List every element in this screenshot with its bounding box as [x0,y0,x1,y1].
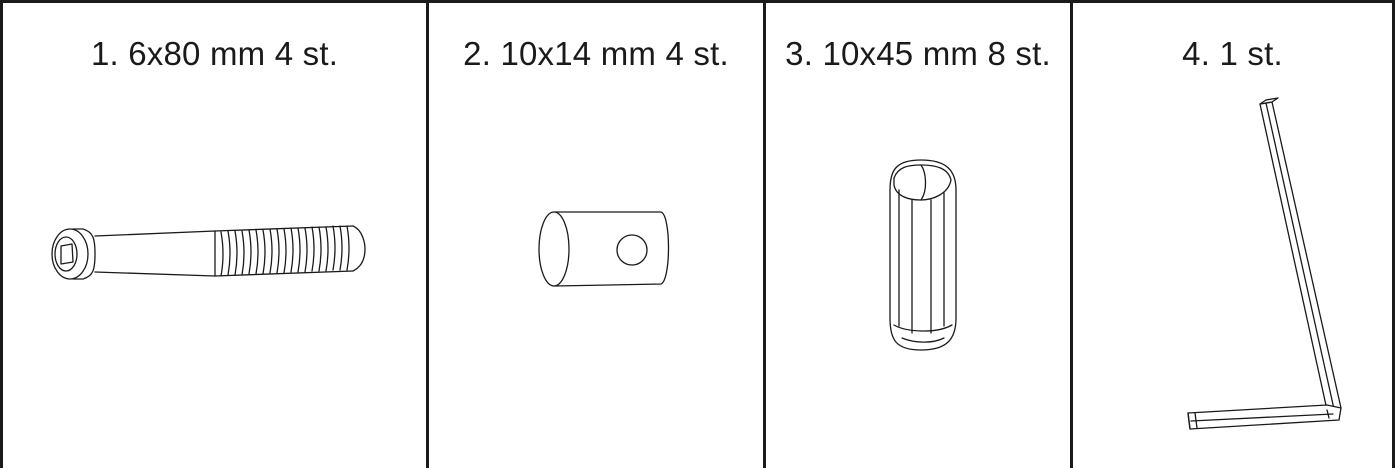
part-cell-allen-key: 4. 1 st. [1073,0,1392,468]
long-screw-icon [51,225,366,280]
part-label: 1. 6x80 mm 4 st. [90,35,339,72]
table-divider [1070,0,1073,468]
table-divider [0,0,3,468]
wooden-dowel-icon [889,159,957,351]
part-label: 4. 1 st. [1182,35,1283,72]
table-top-border [0,0,1395,3]
table-divider [763,0,766,468]
allen-key-icon [1187,97,1342,430]
part-cell-screw: 1. 6x80 mm 4 st. [3,0,426,468]
part-label: 3. 10x45 mm 8 st. [785,35,1051,72]
table-divider [1392,0,1395,468]
barrel-nut-icon [538,211,670,287]
part-cell-barrel-nut: 2. 10x14 mm 4 st. [429,0,763,468]
table-divider [426,0,429,468]
part-label: 2. 10x14 mm 4 st. [463,35,729,72]
part-cell-dowel: 3. 10x45 mm 8 st. [766,0,1070,468]
